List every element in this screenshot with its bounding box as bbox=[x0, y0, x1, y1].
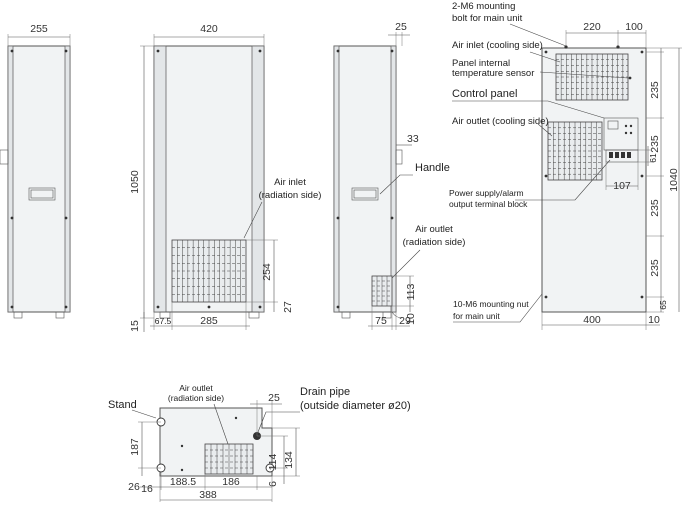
dim-235-a: 235 bbox=[649, 81, 661, 99]
label-m6-bolt-1: 2-M6 mounting bbox=[452, 1, 515, 12]
dim-61: 61 bbox=[648, 153, 658, 163]
label-bottom-outlet-2: (radiation side) bbox=[168, 393, 224, 403]
label-m6-nut-2: for main unit bbox=[453, 311, 500, 321]
label-bottom-outlet-1: Air outlet bbox=[179, 383, 213, 393]
dim-235-b: 235 bbox=[649, 135, 661, 153]
dim-67-5: 67.5 bbox=[155, 316, 172, 326]
dim-10-rear: 10 bbox=[648, 314, 660, 326]
label-air-inlet-radiation-2: (radiation side) bbox=[259, 190, 322, 201]
label-m6-bolt-2: bolt for main unit bbox=[452, 13, 523, 24]
label-air-inlet-radiation-1: Air inlet bbox=[274, 177, 306, 188]
label-m6-nut-1: 10-M6 mounting nut bbox=[453, 299, 529, 309]
dim-100: 100 bbox=[625, 21, 643, 33]
right-handle bbox=[351, 187, 379, 201]
label-air-outlet-radiation-1: Air outlet bbox=[415, 224, 453, 235]
dim-26: 26 bbox=[128, 481, 140, 493]
dim-220: 220 bbox=[583, 21, 601, 33]
left-handle-tab bbox=[0, 149, 9, 165]
dim-114: 114 bbox=[267, 453, 279, 470]
dim-1050: 1050 bbox=[129, 170, 141, 194]
right-side-view: 25 33 Handle Air outlet (radiation side)… bbox=[333, 21, 466, 330]
dim-254: 254 bbox=[261, 263, 273, 281]
label-drain-2: (outside diameter ø20) bbox=[300, 400, 411, 412]
label-control-panel: Control panel bbox=[452, 88, 517, 100]
dim-285: 285 bbox=[200, 315, 218, 327]
dim-400: 400 bbox=[583, 314, 601, 326]
label-sensor-2: temperature sensor bbox=[452, 68, 534, 79]
dim-25-drain: 25 bbox=[268, 392, 280, 404]
dim-29: 29 bbox=[399, 315, 411, 327]
bottom-view: Stand Air outlet (radiation side) Drain … bbox=[108, 383, 411, 502]
dim-6: 6 bbox=[267, 481, 279, 487]
dim-33: 33 bbox=[407, 133, 419, 145]
label-drain-1: Drain pipe bbox=[300, 386, 350, 398]
dim-10-outlet: 10 bbox=[405, 313, 417, 325]
label-sensor-1: Panel internal bbox=[452, 58, 510, 69]
dim-107: 107 bbox=[613, 180, 631, 192]
dim-65: 65 bbox=[658, 300, 668, 310]
dim-187: 187 bbox=[129, 438, 141, 456]
label-power-1: Power supply/alarm bbox=[449, 188, 524, 198]
terminal-block bbox=[605, 149, 639, 163]
dim-25-handle: 25 bbox=[395, 21, 407, 33]
left-handle bbox=[28, 187, 56, 201]
rear-view: 220 100 2-M6 mounting bolt for main unit… bbox=[449, 1, 682, 330]
dim-134: 134 bbox=[283, 451, 295, 469]
label-air-inlet-cooling: Air inlet (cooling side) bbox=[452, 40, 543, 51]
dim-235-c: 235 bbox=[649, 199, 661, 217]
label-air-outlet-cooling: Air outlet (cooling side) bbox=[452, 116, 549, 127]
dim-1040: 1040 bbox=[668, 168, 680, 192]
dim-186: 186 bbox=[222, 476, 240, 488]
dim-188-5: 188.5 bbox=[170, 476, 196, 488]
right-handle-tab bbox=[395, 149, 403, 165]
label-power-2: output terminal block bbox=[449, 199, 528, 209]
label-air-outlet-radiation-2: (radiation side) bbox=[403, 237, 466, 248]
dim-113: 113 bbox=[405, 283, 417, 300]
dim-16: 16 bbox=[141, 483, 153, 495]
dim-27: 27 bbox=[282, 301, 294, 313]
left-side-view: 255 bbox=[0, 23, 71, 319]
dim-255: 255 bbox=[30, 23, 48, 35]
dim-420: 420 bbox=[200, 23, 218, 35]
label-stand: Stand bbox=[108, 399, 137, 411]
dim-235-d: 235 bbox=[649, 259, 661, 277]
front-view: 420 1050 15 254 27 67.5 285 Air inlet (r… bbox=[129, 23, 321, 332]
label-handle: Handle bbox=[415, 162, 450, 174]
dim-388: 388 bbox=[199, 489, 217, 501]
dim-75: 75 bbox=[375, 315, 387, 327]
dim-15: 15 bbox=[129, 320, 141, 332]
